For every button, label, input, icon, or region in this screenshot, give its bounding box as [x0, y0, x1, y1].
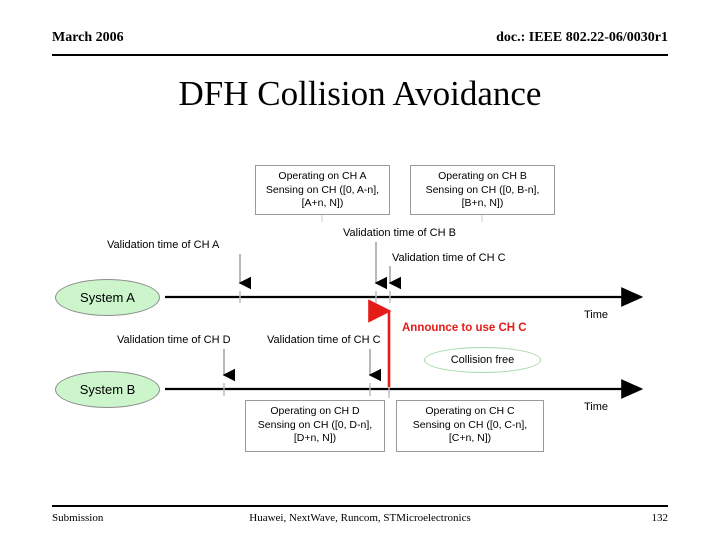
- footer-affiliations: Huawei, NextWave, Runcom, STMicroelectro…: [249, 512, 471, 524]
- axis-b-time-caption: Time: [584, 401, 609, 413]
- validation-label-ch-a: Validation time of CH A: [107, 239, 220, 251]
- axis-b-ticks: [223, 383, 390, 398]
- box-ch-a-line3: [A+n, N]): [301, 197, 344, 209]
- system-b-node: System B: [55, 371, 160, 408]
- system-a-node: System A: [55, 279, 160, 316]
- box-ch-c-line3: [C+n, N]): [448, 432, 492, 444]
- announce-label: Announce to use CH C: [402, 322, 527, 334]
- axis-a-time-caption: Time: [584, 309, 609, 321]
- box-ch-d-line1: Operating on CH D: [270, 405, 360, 417]
- box-ch-a-line1: Operating on CH A: [278, 170, 367, 182]
- validation-label-ch-d: Validation time of CH D: [117, 334, 231, 346]
- header-date: March 2006: [52, 30, 124, 45]
- page-title: DFH Collision Avoidance: [178, 74, 542, 113]
- box-ch-b-line3: [B+n, N]): [461, 197, 504, 209]
- footer-submission: Submission: [52, 512, 104, 524]
- box-ch-c-line2: Sensing on CH ([0, C-n],: [412, 418, 528, 431]
- validation-label-ch-b: Validation time of CH B: [343, 227, 456, 239]
- footer-page-number: 132: [651, 512, 669, 524]
- operating-box-ch-c: Operating on CH C Sensing on CH ([0, C-n…: [396, 400, 544, 452]
- operating-box-ch-a: Operating on CH A Sensing on CH ([0, A-n…: [255, 165, 390, 215]
- box-ch-c-line1: Operating on CH C: [425, 405, 515, 417]
- operating-box-ch-b: Operating on CH B Sensing on CH ([0, B-n…: [410, 165, 555, 215]
- slide-header: March 2006 doc.: IEEE 802.22-06/0030r1: [52, 30, 668, 56]
- box-ch-b-line2: Sensing on CH ([0, B-n],: [425, 183, 540, 196]
- box-ch-a-line2: Sensing on CH ([0, A-n],: [265, 183, 380, 196]
- box-ch-d-line3: [D+n, N]): [293, 432, 337, 444]
- slide-footer: Submission Huawei, NextWave, Runcom, STM…: [52, 505, 668, 529]
- collision-free-badge: Collision free: [424, 347, 541, 373]
- box-ch-d-line2: Sensing on CH ([0, D-n],: [257, 418, 373, 431]
- validation-label-ch-c-bottom: Validation time of CH C: [267, 334, 381, 346]
- box-connectors: [321, 215, 483, 222]
- operating-box-ch-d: Operating on CH D Sensing on CH ([0, D-n…: [245, 400, 385, 452]
- header-doc-id: doc.: IEEE 802.22-06/0030r1: [496, 30, 668, 45]
- box-ch-b-line1: Operating on CH B: [438, 170, 527, 182]
- validation-label-ch-c-top: Validation time of CH C: [392, 252, 506, 264]
